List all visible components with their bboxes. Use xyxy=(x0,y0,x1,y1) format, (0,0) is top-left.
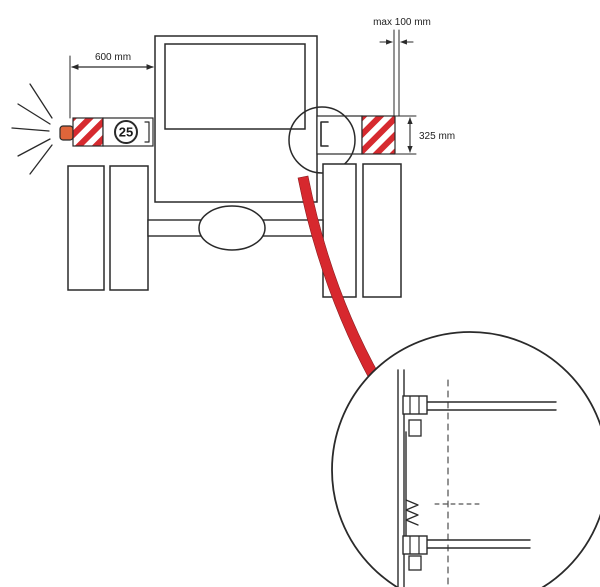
bracket-profile xyxy=(320,121,329,147)
rear-axle xyxy=(147,205,324,251)
left-wheels xyxy=(67,165,149,291)
magnified-detail xyxy=(331,331,600,587)
dimension-600: 600 mm xyxy=(69,52,154,119)
dimension-325-label: 325 mm xyxy=(419,131,455,142)
speed-sign-value: 25 xyxy=(119,125,133,140)
top-bolt xyxy=(402,395,428,437)
magnifier-circle xyxy=(331,331,600,587)
dimension-max-100: max 100 mm xyxy=(373,17,431,117)
rear-window xyxy=(164,43,306,130)
warning-lamp xyxy=(11,83,74,175)
light-rays xyxy=(11,83,53,175)
right-warning-board xyxy=(361,115,396,155)
tractor-cab xyxy=(154,35,318,203)
dimension-600-label: 600 mm xyxy=(95,52,131,63)
speed-sign xyxy=(114,120,138,144)
left-warning-board xyxy=(72,117,104,147)
bottom-bolt xyxy=(402,535,428,571)
differential xyxy=(198,205,266,251)
dimension-325: 325 mm xyxy=(395,115,455,155)
detail-marker-circle xyxy=(288,106,356,174)
lamp-body xyxy=(59,125,74,141)
dimension-max-100-label: max 100 mm xyxy=(373,17,431,28)
